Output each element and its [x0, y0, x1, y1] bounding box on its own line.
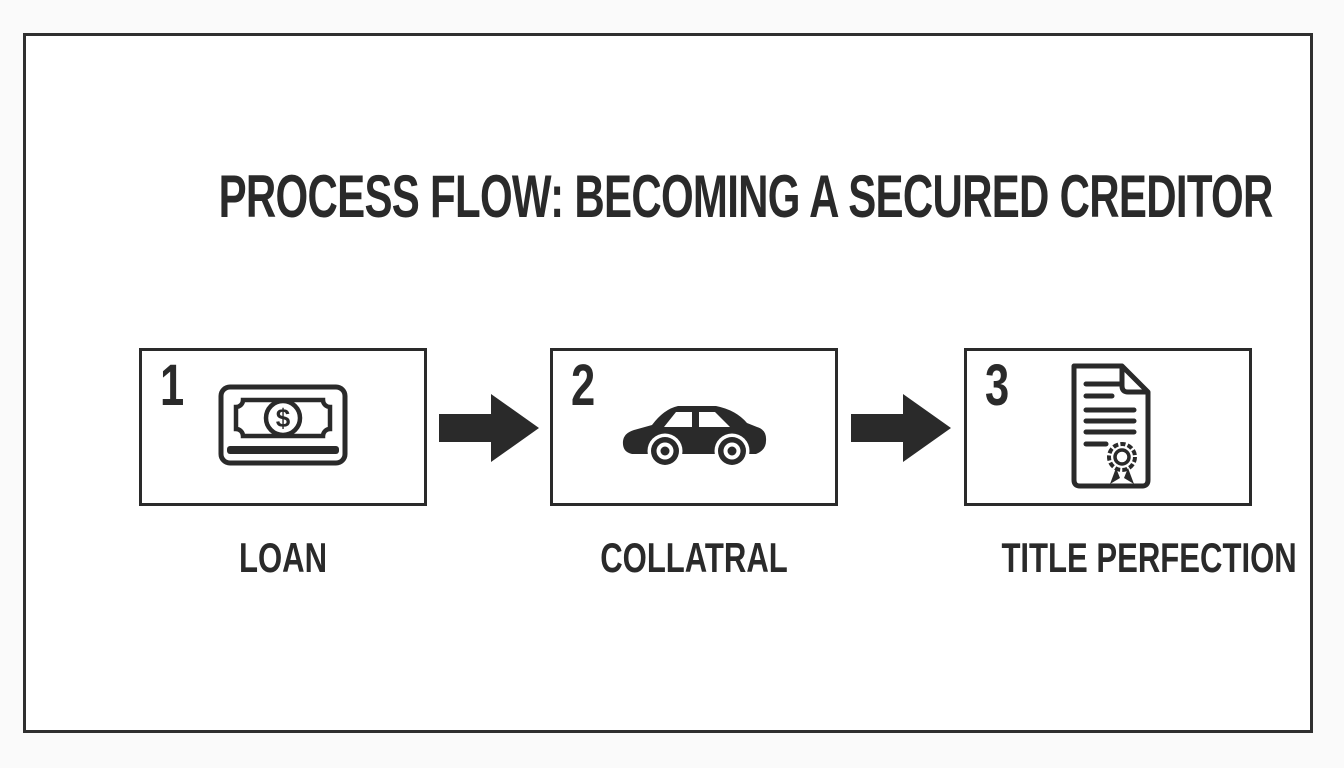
- step-box-title-perfection: 3: [964, 348, 1252, 506]
- arrow-right-icon: [851, 392, 951, 464]
- diagram-title: PROCESS FLOW: BECOMING A SECURED CREDITO…: [218, 163, 1274, 230]
- step-box-collateral: 2: [550, 348, 838, 506]
- banknote-icon: $: [142, 351, 424, 503]
- step-box-loan: 1 $: [139, 348, 427, 506]
- step-label-collateral: COLLATRAL: [600, 534, 788, 581]
- dollar-sign: $: [276, 403, 291, 433]
- step-number: 3: [985, 353, 1010, 418]
- step-label-title-perfection: TITLE PERFECTION: [1001, 534, 1297, 581]
- step-number: 1: [160, 353, 185, 418]
- diagram-frame: PROCESS FLOW: BECOMING A SECURED CREDITO…: [23, 33, 1313, 733]
- certificate-icon: [967, 351, 1249, 503]
- step-number: 2: [571, 353, 596, 418]
- car-icon: [553, 351, 835, 503]
- arrow-right-icon: [439, 392, 539, 464]
- step-label-loan: LOAN: [238, 534, 328, 581]
